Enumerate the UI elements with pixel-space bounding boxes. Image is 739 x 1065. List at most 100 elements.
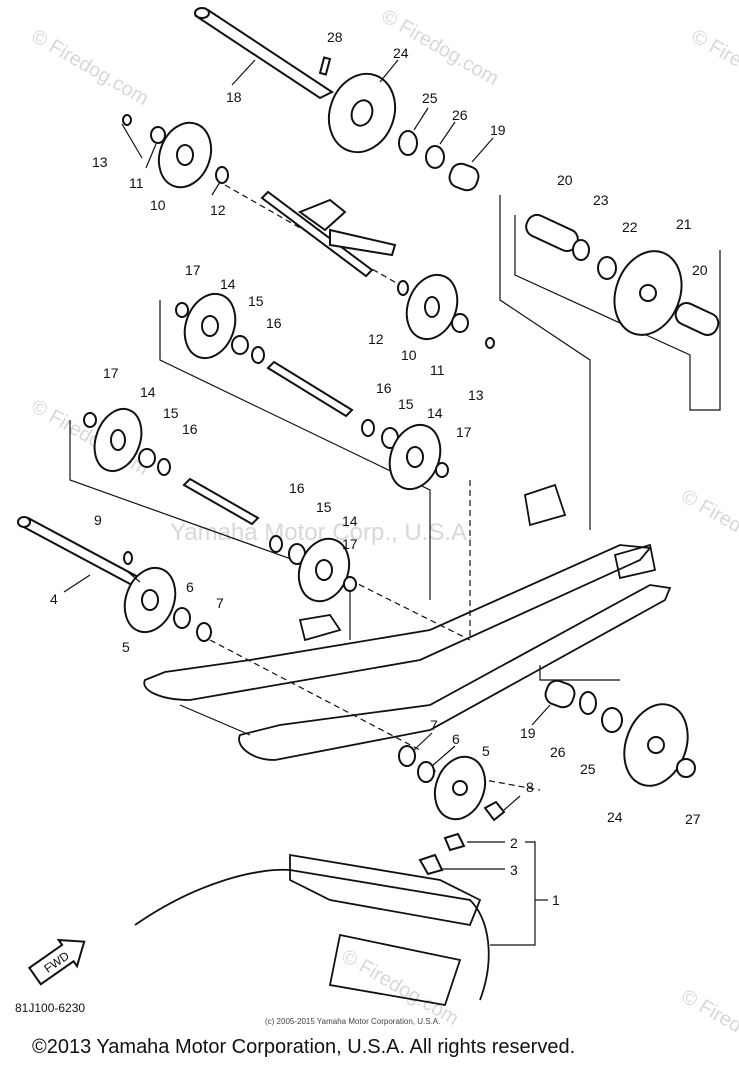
wheel-14-mid [388, 423, 442, 491]
callout-5: 5 [122, 639, 130, 655]
nut-8 [483, 800, 506, 822]
wheel-hub [639, 284, 657, 302]
track-lugs [289, 853, 482, 927]
rail-link [179, 704, 251, 736]
collar-16 [361, 419, 375, 437]
callout-25: 25 [580, 761, 596, 777]
callout-11: 11 [129, 175, 144, 191]
leader-line [127, 571, 141, 583]
watermarks: © Firedog.com © Firedog.com © Firedog.co… [28, 5, 739, 1065]
collar-26 [579, 691, 597, 715]
callout-26: 26 [452, 107, 468, 123]
callout-26: 26 [550, 744, 566, 760]
leader-line [121, 123, 143, 159]
callout-19: 19 [490, 122, 506, 138]
callout-24: 24 [607, 809, 623, 825]
callout-10: 10 [401, 347, 417, 363]
collar-11 [451, 313, 469, 333]
callout-14: 14 [427, 405, 443, 421]
bearing-25 [601, 707, 623, 733]
callout-8: 8 [526, 779, 534, 795]
fwd-arrow-shape [27, 938, 86, 986]
slide-rail [143, 483, 672, 761]
wheel-hub [424, 296, 440, 318]
rail-lower [238, 584, 672, 761]
watermark-firedog: © Firedog.com [28, 25, 153, 110]
wheel-14-left [93, 408, 143, 472]
rail-bracket [523, 483, 567, 527]
leader-line [63, 574, 91, 593]
callout-22: 22 [622, 219, 638, 235]
bearing-15 [231, 335, 249, 355]
footer-small-copyright: (c) 2005-2015 Yamaha Motor Corporation, … [265, 1017, 440, 1026]
collar-16 [157, 458, 171, 476]
callout-4: 4 [50, 591, 58, 607]
pin-28 [318, 56, 332, 76]
callout-15: 15 [398, 396, 414, 412]
leader-line [413, 107, 429, 131]
shaft-end [17, 516, 31, 528]
collar-11 [150, 126, 166, 144]
leader-line [471, 137, 494, 163]
wheel-hub [350, 99, 374, 127]
axle [266, 360, 354, 418]
callout-12: 12 [210, 202, 226, 218]
arm [260, 190, 374, 278]
pivot-arm [260, 190, 397, 278]
collar-6 [173, 607, 191, 629]
callout-28: 28 [327, 29, 343, 45]
callout-6: 6 [186, 579, 194, 595]
callout-10: 10 [150, 197, 166, 213]
leader-line [211, 181, 221, 196]
collar-17 [435, 462, 449, 478]
collar-17 [343, 576, 357, 592]
wheel-5-left [123, 566, 177, 634]
callout-14: 14 [220, 276, 236, 292]
shaft-end [194, 7, 210, 19]
collar-23 [572, 239, 590, 261]
clip-13 [122, 114, 132, 126]
wheel-14-upper [183, 292, 237, 360]
watermark-firedog: © Firedog.com [678, 985, 739, 1065]
washer-7 [196, 622, 212, 642]
wheel-hub [452, 780, 468, 796]
wheel-10-top [157, 121, 213, 189]
wheel-hub [647, 736, 665, 754]
wheel-hub [110, 429, 126, 451]
callout-16: 16 [289, 480, 305, 496]
callout-3: 3 [510, 862, 518, 878]
fwd-arrow: FWD [27, 938, 86, 986]
callout-14: 14 [342, 513, 358, 529]
leader-line [379, 59, 399, 83]
shaft [194, 8, 334, 100]
shaft-18 [194, 7, 334, 100]
leader-line [531, 704, 551, 726]
collar-16 [251, 346, 265, 364]
wheel-24-lower [623, 703, 689, 787]
frame-line [499, 195, 591, 530]
collar-6 [417, 761, 435, 783]
callout-15: 15 [163, 405, 179, 421]
callout-24: 24 [393, 45, 409, 61]
frame-line [514, 215, 721, 411]
callout-1: 1 [552, 892, 560, 908]
watermark-firedog: © Firedog.com [688, 25, 739, 110]
bearing-15 [138, 448, 156, 468]
callout-17: 17 [456, 424, 472, 440]
callout-9: 9 [94, 512, 102, 528]
frame-line [159, 300, 431, 600]
callout-12: 12 [368, 331, 384, 347]
wheel-21 [613, 250, 683, 336]
callout-15: 15 [316, 499, 332, 515]
callout-13: 13 [468, 387, 484, 403]
callout-6: 6 [452, 731, 460, 747]
frame-line [539, 665, 620, 681]
collar-17 [83, 412, 97, 428]
callout-16: 16 [376, 380, 392, 396]
leader-line [503, 795, 521, 811]
clip-13 [485, 337, 495, 349]
callout-19: 19 [520, 725, 536, 741]
callout-17: 17 [342, 536, 358, 552]
track-1 [134, 832, 548, 1007]
